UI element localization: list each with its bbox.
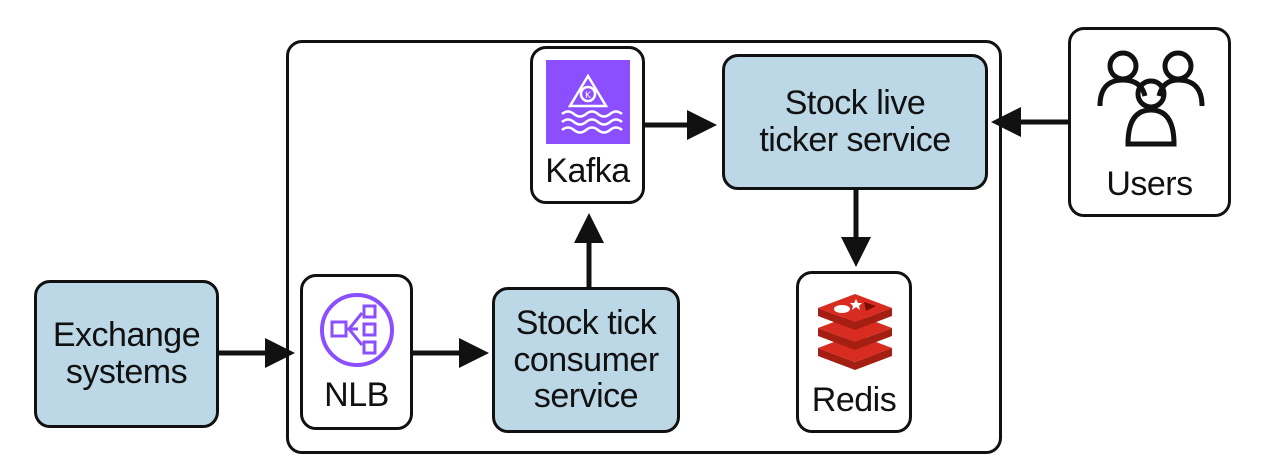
stock-tick-consumer-service-label: Stock tick consumer service <box>513 303 659 416</box>
stock-live-ticker-service-label: Stock live ticker service <box>759 84 951 159</box>
redis-label: Redis <box>811 381 897 419</box>
nlb-node: NLB <box>300 274 413 430</box>
kafka-node: K Kafka <box>530 46 645 204</box>
exchange-systems-node: Exchange systems <box>34 280 219 428</box>
stock-tick-consumer-service-node: Stock tick consumer service <box>492 287 680 433</box>
exchange-systems-label: Exchange systems <box>52 316 201 391</box>
users-node: Users <box>1068 27 1231 217</box>
svg-text:K: K <box>585 91 592 101</box>
stock-live-ticker-service-node: Stock live ticker service <box>722 54 988 190</box>
redis-node: Redis <box>796 271 912 433</box>
kafka-icon: K <box>546 60 630 149</box>
users-icon <box>1096 44 1208 159</box>
network-load-balancer-icon <box>318 291 396 374</box>
nlb-label: NLB <box>324 376 389 414</box>
redis-icon <box>812 290 898 375</box>
kafka-label: Kafka <box>545 152 630 190</box>
users-label: Users <box>1106 165 1193 203</box>
